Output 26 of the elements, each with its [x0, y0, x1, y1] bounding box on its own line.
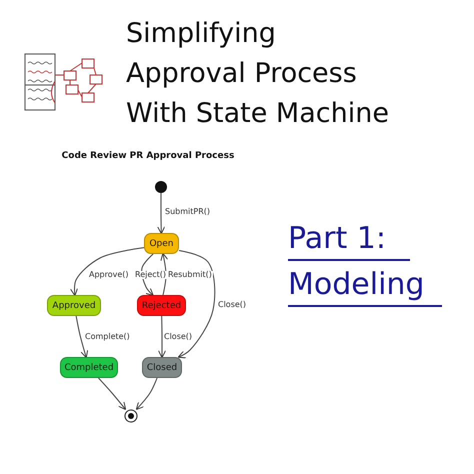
- edge-label: Close(): [163, 333, 194, 341]
- transition-arrow: [98, 378, 126, 410]
- part-heading: Modeling: [288, 268, 442, 307]
- edge-label: SubmitPR(): [164, 208, 212, 216]
- state-box: Rejected: [137, 295, 186, 316]
- transition-arrow: [136, 378, 158, 410]
- part-heading: Part 1:: [288, 222, 410, 261]
- edge-label: Reject(): [134, 271, 168, 279]
- edge-label: Resubmit(): [167, 271, 213, 279]
- transition-arrow: [141, 254, 154, 296]
- state-box: Completed: [60, 357, 118, 378]
- diagram-heading: Code Review PR Approval Process: [60, 152, 236, 162]
- state-box: Closed: [142, 357, 182, 378]
- state-box: Approved: [47, 295, 101, 316]
- edge-label: Complete(): [84, 333, 131, 341]
- transition-arrow: [70, 247, 144, 296]
- initial-state: [155, 181, 167, 193]
- transition-arrow: [76, 316, 88, 358]
- title: Simplifying Approval Process With State Machine: [126, 17, 390, 131]
- final-state: [124, 409, 138, 423]
- state-box: Open: [144, 233, 179, 254]
- edge-label: Approve(): [88, 271, 130, 279]
- edge-label: Close(): [217, 301, 248, 309]
- transition-arrow: [178, 250, 216, 358]
- transition-arrow: [158, 316, 166, 358]
- transition-arrow: [157, 192, 166, 234]
